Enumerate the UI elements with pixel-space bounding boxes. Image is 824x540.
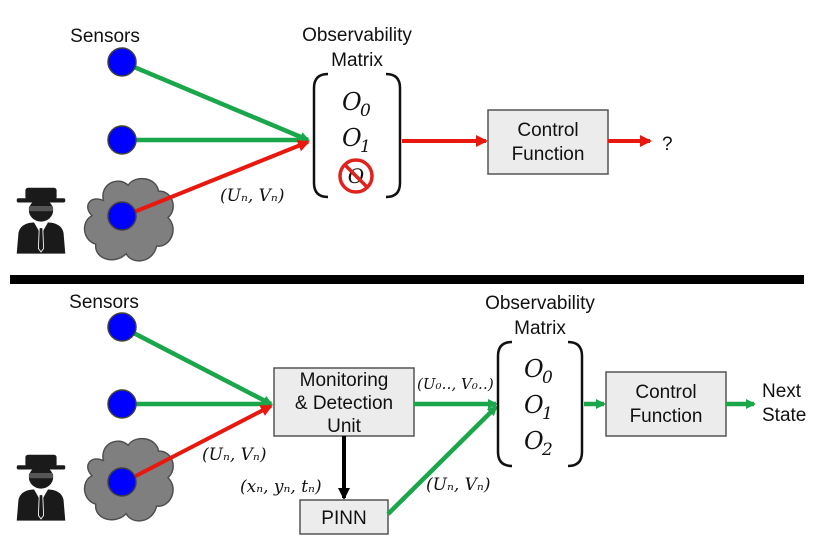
bottom-sensor-1: [107, 312, 137, 342]
bottom-matrix-title-2: Matrix: [514, 318, 566, 339]
monitor-label-3: Unit: [327, 416, 362, 437]
bottom-sensor-2: [107, 389, 137, 419]
bottom-matrix-title: Observability: [485, 293, 595, 314]
bottom-control-function-box: [605, 371, 727, 437]
bottom-matrix-sub-2: 2: [541, 440, 553, 460]
top-matrix-title: Observability: [302, 25, 412, 46]
bottom-panel: Sensors Observability Matrix (Uₙ, Vₙ) Mo…: [16, 292, 806, 535]
bottom-control-label-2: Function: [630, 406, 703, 427]
top-matrix-sub-1: 1: [360, 137, 371, 157]
pinn-output-label: (Uₙ, Vₙ): [426, 475, 490, 495]
top-control-function-box: [487, 109, 609, 175]
bottom-matrix-entry-1: O: [524, 391, 544, 419]
top-sensor1-edge: [121, 59, 310, 143]
bottom-attack-edge: [123, 404, 273, 484]
top-output-unknown: ?: [662, 134, 673, 155]
hacker-icon: [16, 187, 66, 255]
pinn-to-matrix-edge: [386, 405, 498, 516]
hacker-icon: [16, 454, 66, 522]
bottom-control-label-1: Control: [635, 382, 696, 403]
next-state-label-2: State: [762, 405, 806, 426]
top-attack-edge-label: (Uₙ, Vₙ): [220, 186, 284, 206]
top-sensors-label: Sensors: [70, 26, 140, 47]
top-sensor-1: [107, 47, 137, 77]
top-control-label-1: Control: [517, 120, 578, 141]
top-sensor-2: [107, 125, 137, 155]
next-state-label-1: Next: [762, 381, 802, 402]
forbidden-icon: O: [338, 158, 374, 194]
top-matrix-entry-1: O: [342, 124, 362, 152]
bottom-sensor-3: [107, 467, 137, 497]
pinn-box: [299, 499, 389, 535]
bottom-matrix-left-bracket: [496, 340, 513, 468]
pinn-input-label: (xₙ, yₙ, tₙ): [240, 477, 322, 497]
top-control-label-2: Function: [512, 144, 585, 165]
top-matrix-sub-0: 0: [360, 101, 371, 121]
clean-edge-label: (U₀‥, V₀‥): [417, 375, 494, 393]
monitor-label-1: Monitoring: [300, 370, 389, 391]
top-matrix-entry-0: O: [342, 88, 362, 116]
bottom-matrix-entry-2: O: [524, 427, 544, 455]
bottom-sensor1-edge: [120, 325, 273, 406]
bottom-matrix-right-bracket: [567, 340, 584, 468]
section-divider: [10, 275, 804, 284]
monitor-label-2: & Detection: [295, 393, 393, 414]
top-matrix-left-bracket: [312, 72, 329, 199]
top-matrix-right-bracket: [385, 72, 402, 199]
bottom-matrix-sub-0: 0: [542, 368, 553, 388]
bottom-matrix-sub-1: 1: [542, 404, 553, 424]
top-attack-edge: [123, 140, 310, 218]
top-panel: Sensors Observability Matrix (Uₙ, Vₙ) O …: [16, 25, 673, 262]
bottom-sensors-label: Sensors: [69, 292, 139, 313]
top-matrix-title-2: Matrix: [331, 50, 383, 71]
top-sensor-3: [107, 201, 137, 231]
pinn-label: PINN: [321, 508, 366, 529]
bottom-matrix-entry-0: O: [524, 355, 544, 383]
bottom-attack-edge-label: (Uₙ, Vₙ): [202, 445, 266, 465]
